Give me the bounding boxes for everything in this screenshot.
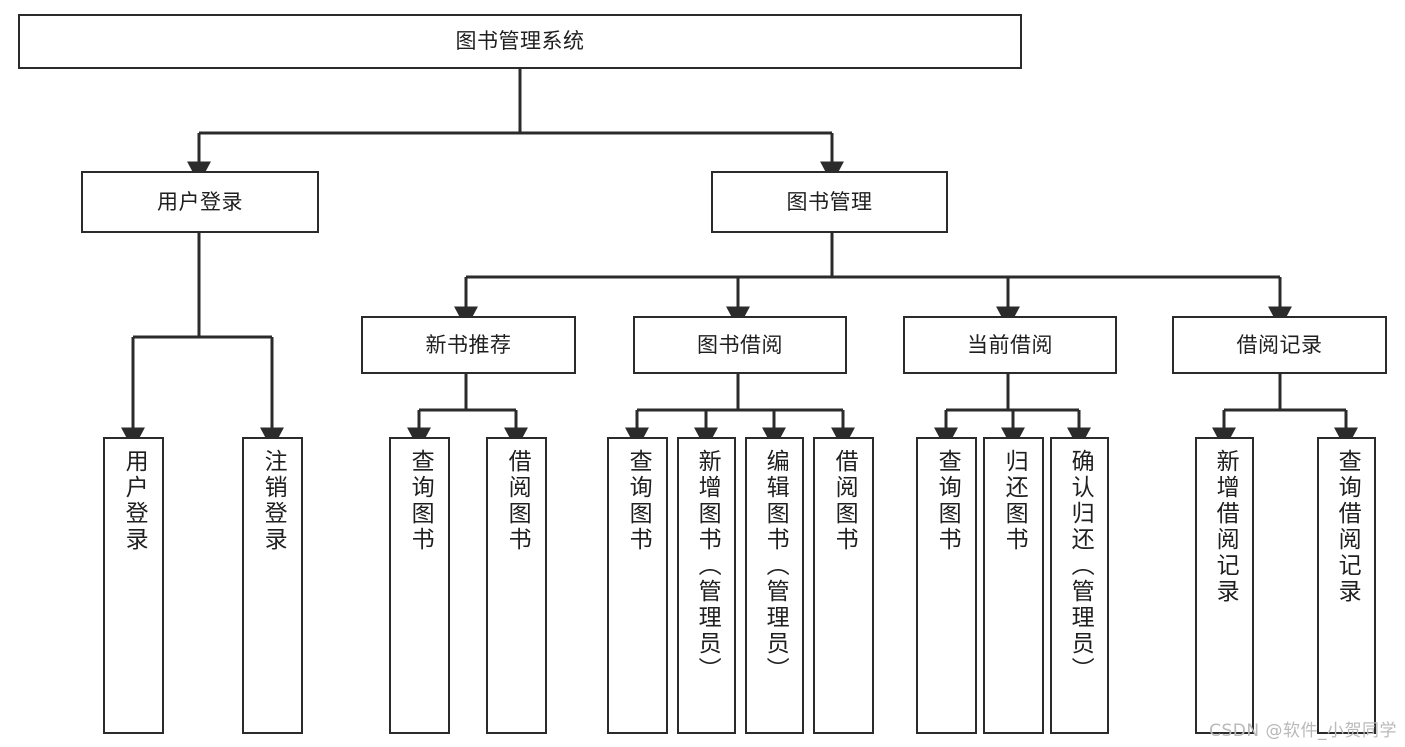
node-borrow-record-label: 借阅记录 [1236, 332, 1323, 357]
leaf-query-book-newbook[interactable]: 查询图书 [389, 437, 450, 734]
leaf-return-book[interactable]: 归还图书 [983, 437, 1044, 734]
node-current-borrow-label: 当前借阅 [967, 332, 1053, 357]
leaf-add-book-admin[interactable]: 新增图书（管理员） [677, 437, 736, 734]
node-book-management-label: 图书管理 [786, 189, 873, 214]
node-new-book-recommend-label: 新书推荐 [425, 332, 512, 357]
leaf-logout[interactable]: 注销登录 [242, 437, 303, 734]
leaf-borrow-book-newbook[interactable]: 借阅图书 [486, 437, 547, 734]
node-book-borrow[interactable]: 图书借阅 [633, 316, 847, 374]
node-book-management[interactable]: 图书管理 [711, 171, 948, 233]
node-user-login-label: 用户登录 [157, 189, 243, 214]
leaf-lend-book-label: 借阅图书 [831, 449, 858, 553]
leaf-query-book-current[interactable]: 查询图书 [916, 437, 977, 734]
node-new-book-recommend[interactable]: 新书推荐 [361, 316, 576, 374]
watermark-text: CSDN @软件_小贺同学 [1209, 721, 1397, 741]
leaf-add-borrow-record-label: 新增借阅记录 [1212, 449, 1239, 605]
leaf-query-borrow-record[interactable]: 查询借阅记录 [1317, 437, 1376, 734]
leaf-confirm-return-admin[interactable]: 确认归还（管理员） [1050, 437, 1109, 734]
leaf-add-borrow-record[interactable]: 新增借阅记录 [1195, 437, 1254, 734]
leaf-return-book-label: 归还图书 [1001, 449, 1028, 553]
leaf-user-login[interactable]: 用户登录 [103, 437, 164, 734]
leaf-confirm-return-admin-label: 确认归还（管理员） [1067, 449, 1094, 683]
leaf-user-login-label: 用户登录 [121, 449, 148, 553]
leaf-query-borrow-record-label: 查询借阅记录 [1334, 449, 1361, 605]
node-borrow-record[interactable]: 借阅记录 [1172, 316, 1387, 374]
leaf-logout-label: 注销登录 [260, 449, 287, 553]
leaf-query-book-borrow[interactable]: 查询图书 [607, 437, 668, 734]
leaf-query-book-borrow-label: 查询图书 [625, 449, 652, 553]
leaf-add-book-admin-label: 新增图书（管理员） [694, 449, 721, 683]
node-root[interactable]: 图书管理系统 [18, 14, 1022, 69]
leaf-query-book-newbook-label: 查询图书 [407, 449, 434, 553]
node-current-borrow[interactable]: 当前借阅 [903, 316, 1117, 374]
node-user-login[interactable]: 用户登录 [81, 171, 319, 233]
leaf-edit-book-admin[interactable]: 编辑图书（管理员） [745, 437, 804, 734]
leaf-edit-book-admin-label: 编辑图书（管理员） [762, 449, 789, 683]
leaf-borrow-book-newbook-label: 借阅图书 [504, 449, 531, 553]
node-book-borrow-label: 图书借阅 [697, 332, 783, 357]
leaf-query-book-current-label: 查询图书 [934, 449, 961, 553]
leaf-lend-book[interactable]: 借阅图书 [813, 437, 874, 734]
node-root-label: 图书管理系统 [455, 29, 585, 54]
